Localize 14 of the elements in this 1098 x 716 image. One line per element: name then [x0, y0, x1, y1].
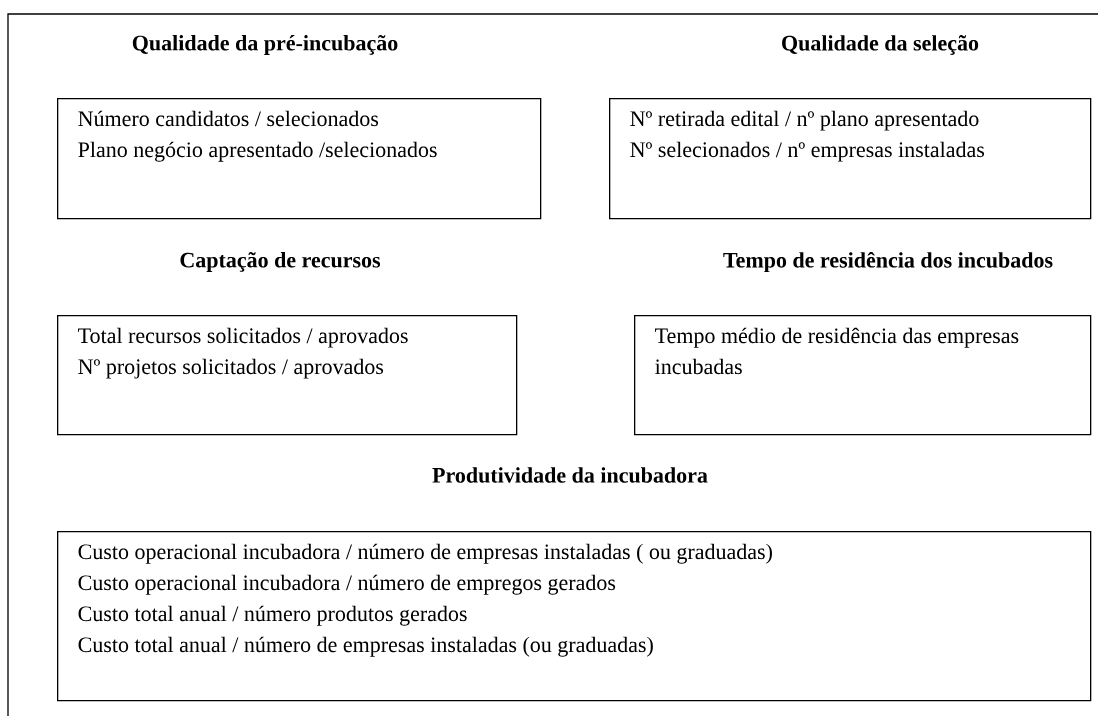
box-heading: Qualidade da pré-incubação: [132, 35, 398, 55]
indicator-box: Tempo médio de residência das empresas incubadas: [634, 315, 1092, 436]
node-label: Custo total anual / número produtos gerados: [78, 605, 467, 626]
indicator-box: Total recursos solicitados / aprovados Nº projetos solicitados / aprovados: [57, 315, 518, 436]
node-label: Custo operacional incubadora / número de empresas instaladas ( ou graduadas): [78, 543, 772, 564]
node-label: Custo operacional incubadora / número de empregos gerados: [78, 574, 616, 595]
indicator-box: Custo operacional incubadora / número de empresas instaladas ( ou graduadas) Custo operacional incubadora / número de empregos gerados Custo total anual / número produtos gerados Custo total anual / número de empresas instaladas (ou graduadas): [57, 531, 1092, 702]
indicator-box: Número candidatos / selecionados Plano negócio apresentado /selecionados: [57, 98, 542, 220]
indicator-box: Nº retirada edital / nº plano apresentado Nº selecionados / nº empresas instaladas: [609, 98, 1092, 220]
box-heading: Produtividade da incubadora: [432, 467, 708, 483]
box-heading: Qualidade da seleção: [782, 35, 979, 55]
box-heading: Captação de recursos: [180, 252, 381, 272]
box-heading: Tempo de residência dos incubados: [723, 251, 1053, 273]
node-label: Custo total anual / número de empresas instaladas (ou graduadas): [78, 636, 653, 657]
